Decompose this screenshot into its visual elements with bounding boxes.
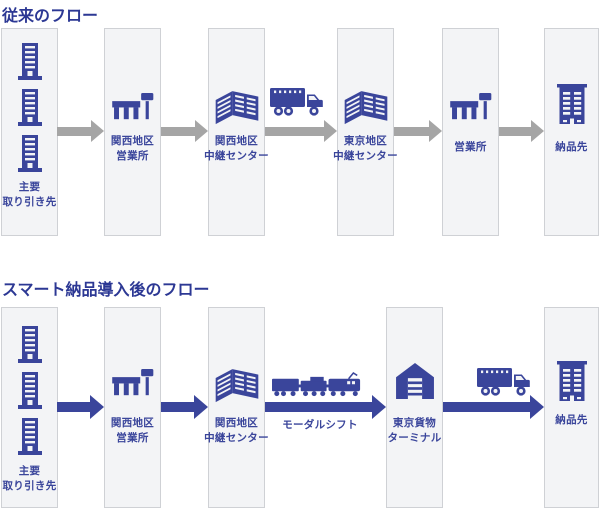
node-delivery-destination: 納品先 [544, 28, 599, 236]
blue-flow-arrow [265, 395, 386, 419]
node-kansai-sales-office: 関西地区 営業所 [104, 28, 161, 236]
relay-warehouse-icon [215, 87, 258, 125]
gray-flow-arrow [161, 120, 208, 142]
node-label: 関西地区 営業所 [58, 416, 208, 446]
node-label-line: 取り引き先 [2, 196, 57, 208]
truck-icon [270, 85, 324, 118]
node-label-line: 東京貨物 [392, 417, 437, 429]
office-tower-icon [18, 418, 42, 456]
office-tower-icon [18, 89, 42, 127]
node-label-line: 関西地区 [110, 417, 155, 429]
node-label-line: 営業所 [116, 432, 149, 444]
node-label-line: 主要 [18, 465, 41, 477]
office-tower-icon [18, 135, 42, 173]
node-label: 納品先 [497, 413, 600, 428]
sales-counter-icon [450, 93, 492, 121]
node-label: 東京地区 中継センター [291, 134, 441, 164]
node-label-line: 納品先 [555, 141, 588, 153]
node-label-line: 主要 [18, 181, 41, 193]
node-label-line: 営業所 [116, 150, 149, 162]
node-label-line: 中継センター [333, 150, 398, 162]
office-tower-icon [18, 372, 42, 410]
node-label-line: 中継センター [204, 432, 269, 444]
node-label-line: 取り引き先 [2, 480, 57, 492]
relay-warehouse-icon [215, 365, 258, 403]
node-major-clients: 主要 取り引き先 [1, 28, 58, 236]
node-label-line: 営業所 [454, 141, 487, 153]
gray-flow-arrow [265, 120, 337, 142]
node-sales-office: 営業所 [442, 28, 499, 236]
smart-flow-title: スマート納品導入後のフロー [2, 282, 210, 299]
node-label: 主要 取り引き先 [0, 464, 105, 494]
node-label-line: 中継センター [204, 150, 269, 162]
node-label: 関西地区 中継センター [162, 134, 312, 164]
node-delivery-destination: 納品先 [544, 307, 599, 508]
sales-counter-icon [112, 93, 154, 121]
node-major-clients: 主要 取り引き先 [1, 307, 58, 508]
node-label-line: 関西地区 [214, 135, 259, 147]
delivery-building-icon [557, 84, 587, 126]
node-kansai-sales-office: 関西地区 営業所 [104, 307, 161, 508]
blue-flow-arrow [57, 395, 104, 419]
node-label-line: ターミナル [387, 432, 442, 444]
node-kansai-relay-center: 関西地区 中継センター [204, 307, 269, 508]
delivery-building-icon [557, 361, 587, 403]
node-label: 関西地区 営業所 [58, 134, 208, 164]
office-tower-icon [18, 326, 42, 364]
node-tokyo-freight-terminal: 東京貨物 ターミナル [386, 307, 443, 508]
node-label: 営業所 [396, 140, 546, 155]
gray-flow-arrow [394, 120, 442, 142]
node-label-line: 関西地区 [214, 417, 259, 429]
node-label: 主要 取り引き先 [0, 180, 105, 210]
sales-counter-icon [112, 369, 154, 397]
blue-flow-arrow [443, 395, 544, 419]
modal-shift-label: モーダルシフト [250, 418, 390, 433]
node-label-line: 東京地区 [343, 135, 388, 147]
node-kansai-relay-center: 関西地区 中継センター [204, 28, 269, 236]
freight-terminal-icon [396, 363, 434, 399]
truck-icon [477, 365, 531, 398]
office-tower-icon [18, 43, 42, 81]
node-label-line: 納品先 [555, 414, 588, 426]
modal-shift-text: モーダルシフト [282, 419, 358, 431]
node-tokyo-relay-center: 東京地区 中継センター [333, 28, 398, 236]
gray-flow-arrow [57, 120, 104, 142]
blue-flow-arrow [161, 395, 208, 419]
relay-warehouse-icon [344, 87, 387, 125]
node-label: 東京貨物 ターミナル [340, 416, 490, 446]
conventional-flow-title: 従来のフロー [2, 8, 99, 25]
node-label-line: 関西地区 [110, 135, 155, 147]
gray-flow-arrow [499, 120, 544, 142]
node-label: 納品先 [497, 140, 600, 155]
node-label: 関西地区 中継センター [162, 416, 312, 446]
